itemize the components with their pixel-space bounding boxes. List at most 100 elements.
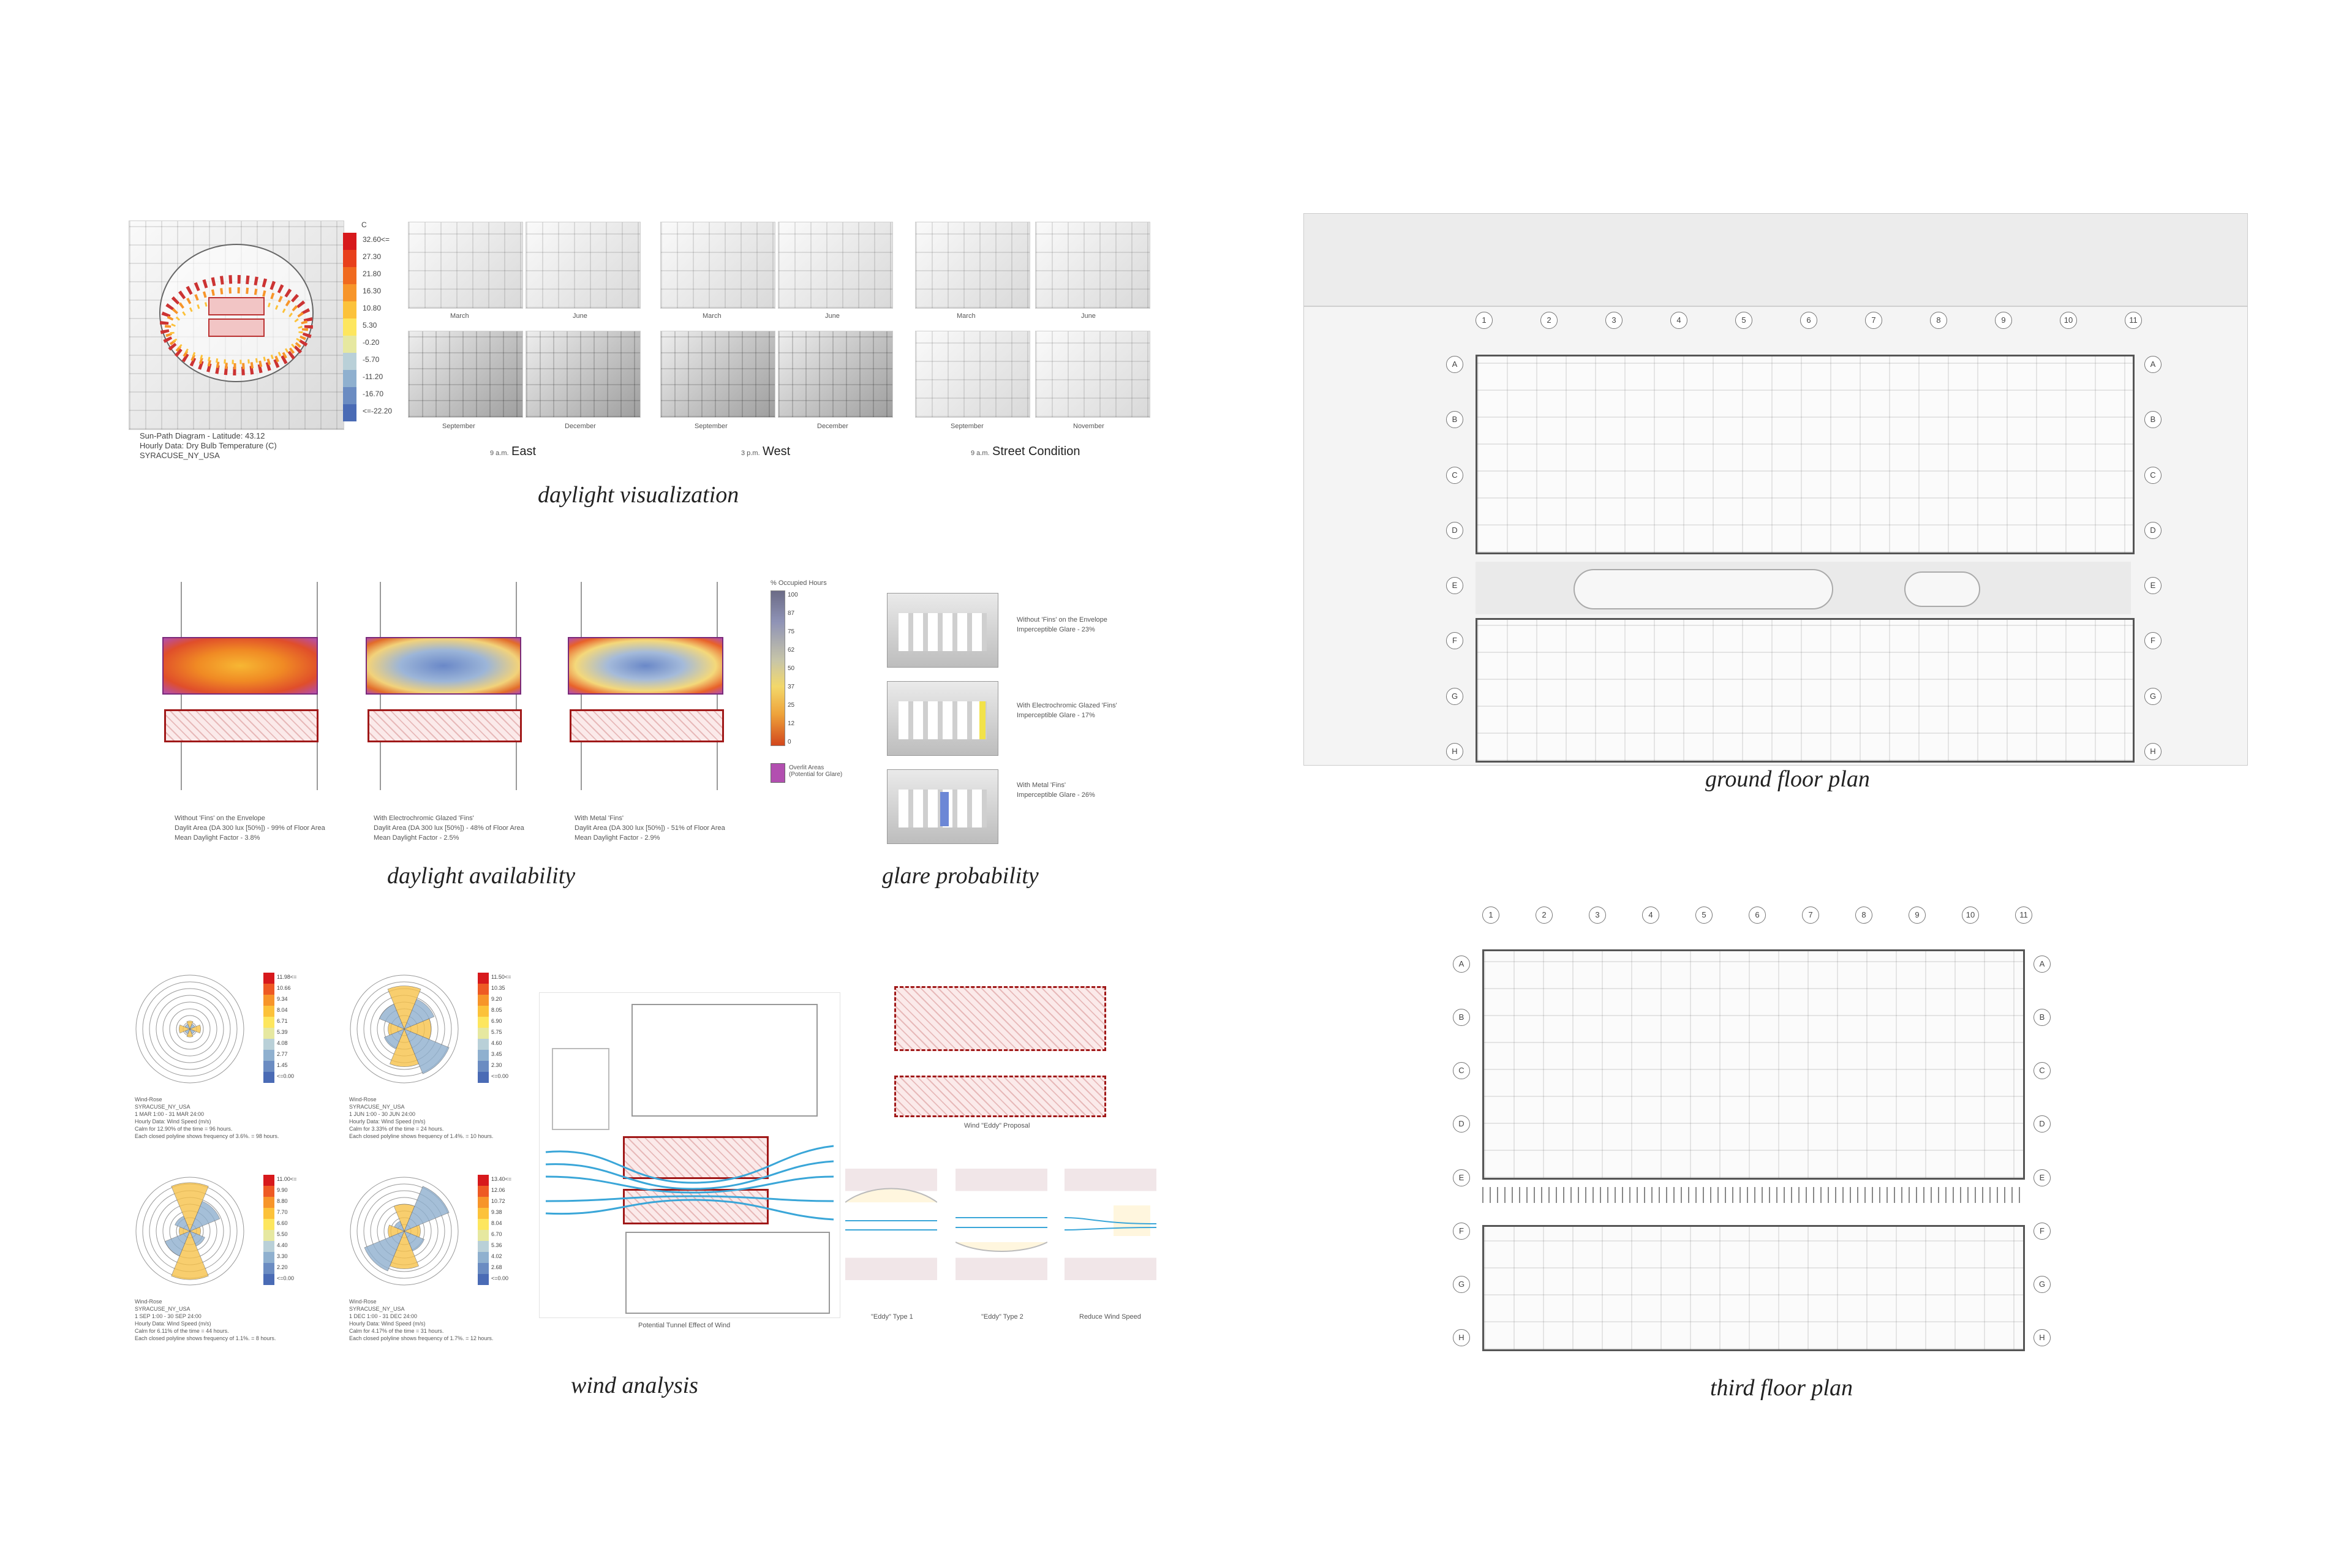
caption-daylight-visualization: daylight visualization: [538, 482, 739, 508]
east-month-2: June: [573, 312, 587, 320]
wind-legend-label: 13.40<=: [491, 1176, 512, 1182]
wind-legend-label: 6.90: [491, 1018, 502, 1024]
east-label-group: 9 a.m. East: [490, 445, 536, 459]
third-fins: [1482, 1187, 2021, 1203]
wind-rose-caption: Hourly Data: Wind Speed (m/s): [349, 1118, 426, 1125]
wind-legend-label: 2.77: [277, 1051, 288, 1057]
east-march-render: [408, 222, 523, 309]
wind-legend-label: <=0.00: [491, 1275, 509, 1281]
wind-legend-swatch: [263, 973, 274, 984]
tunnel-site-plan: [539, 992, 840, 1318]
da-case-2-heatmap: [366, 637, 521, 695]
wind-rose-caption: Hourly Data: Wind Speed (m/s): [135, 1118, 211, 1125]
grid-row-bubble: E: [2144, 577, 2162, 595]
grid-row-bubble: E: [1446, 577, 1463, 595]
da-case-3-line-2: Daylit Area (DA 300 lux [50%]) - 51% of …: [575, 824, 725, 832]
wind-legend-swatch: [263, 1219, 274, 1230]
wind-legend-label: 3.45: [491, 1051, 502, 1057]
wind-rose-caption: Each closed polyline shows frequency of …: [135, 1335, 276, 1341]
grid-column-bubble: 7: [1865, 312, 1882, 329]
wind-legend-label: <=0.00: [491, 1073, 509, 1079]
grid-column-bubble: 3: [1605, 312, 1623, 329]
wind-legend-label: 2.20: [277, 1264, 288, 1270]
grid-row-bubble: B: [1453, 1009, 1470, 1027]
wind-legend-label: 4.08: [277, 1040, 288, 1046]
wind-legend-label: 6.60: [277, 1220, 288, 1226]
grid-column-bubble: 11: [2015, 907, 2032, 924]
temperature-swatch: [343, 387, 356, 404]
da-case-3-line-1: With Metal 'Fins': [575, 815, 624, 822]
street-time: 9 a.m.: [971, 450, 990, 457]
street-month-3: September: [951, 423, 984, 430]
wind-rose-petal: [186, 1020, 194, 1030]
grid-row-bubble: F: [2034, 1222, 2051, 1240]
wind-legend-swatch: [263, 984, 274, 995]
wind-legend-label: 5.50: [277, 1231, 288, 1237]
da-case-2-line-2: Daylit Area (DA 300 lux [50%]) - 48% of …: [374, 824, 524, 832]
grid-row-bubble: C: [1453, 1062, 1470, 1080]
west-september-render: [660, 331, 775, 418]
wind-rose-petal: [189, 1200, 221, 1232]
wind-legend-swatch: [263, 1186, 274, 1197]
grid-row-bubble: H: [1453, 1329, 1470, 1346]
third-south-block: [1482, 1225, 2025, 1351]
wind-legend-swatch: [478, 1241, 489, 1252]
grid-column-bubble: 11: [2125, 312, 2142, 329]
wind-legend-swatch: [263, 1028, 274, 1039]
wind-rose-caption: SYRACUSE_NY_USA: [349, 1306, 405, 1312]
temperature-legend-label: <=-22.20: [363, 407, 393, 415]
grid-row-bubble: A: [1453, 956, 1470, 973]
sunpath-diagram: [159, 244, 314, 382]
grid-column-bubble: 1: [1482, 907, 1499, 924]
temperature-legend-label: 5.30: [363, 321, 377, 330]
wind-rose-petal: [404, 1186, 450, 1232]
temperature-swatch: [343, 353, 356, 370]
wind-legend-swatch: [478, 1252, 489, 1263]
overlit-swatch: [771, 763, 785, 783]
temperature-swatch: [343, 370, 356, 387]
wind-rose-caption: 1 SEP 1:00 - 30 SEP 24:00: [135, 1313, 202, 1319]
wind-rose-caption: Wind-Rose: [349, 1096, 377, 1102]
temperature-swatch: [343, 301, 356, 318]
wind-rose-caption: 1 DEC 1:00 - 31 DEC 24:00: [349, 1313, 418, 1319]
wind-legend-swatch: [478, 1208, 489, 1219]
grid-column-bubble: 9: [1909, 907, 1926, 924]
da-case-1-block: [164, 709, 318, 742]
wind-legend-label: 9.20: [491, 996, 502, 1002]
glare-render-1: [887, 593, 998, 668]
da-legend-bar: [771, 590, 785, 746]
grid-column-bubble: 8: [1930, 312, 1947, 329]
eddy-block-north: [894, 986, 1106, 1051]
da-legend-tick: 75: [788, 628, 795, 635]
east-june-render: [526, 222, 641, 309]
grid-column-bubble: 6: [1800, 312, 1817, 329]
ground-courtyard: [1476, 562, 2131, 614]
wind-rose-caption: Calm for 4.17% of the time = 31 hours.: [349, 1328, 444, 1334]
wind-legend-label: 9.34: [277, 996, 288, 1002]
glare-2-line-2: Imperceptible Glare - 17%: [1017, 712, 1095, 719]
temperature-legend-label: -0.20: [363, 338, 380, 347]
tunnel-block-north: [623, 1136, 769, 1179]
street-march-render: [915, 222, 1030, 309]
wind-legend-label: 8.80: [277, 1198, 288, 1204]
wind-legend-swatch: [478, 995, 489, 1006]
eddy-type-2-diagram: [955, 1169, 1048, 1280]
wind-legend-label: 1.45: [277, 1062, 288, 1068]
wind-rose-caption: Calm for 3.33% of the time = 24 hours.: [349, 1126, 444, 1132]
wind-legend-swatch: [478, 1017, 489, 1028]
da-legend-tick: 62: [788, 647, 795, 654]
grid-row-bubble: B: [1446, 411, 1463, 429]
temperature-legend-label: 10.80: [363, 304, 382, 312]
sunpath-map: [129, 221, 344, 430]
wind-legend-swatch: [478, 1230, 489, 1241]
grid-row-bubble: A: [1446, 356, 1463, 373]
west-march-render: [660, 222, 775, 309]
street-june-render: [1035, 222, 1150, 309]
sunpath-location: SYRACUSE_NY_USA: [140, 451, 220, 460]
wind-legend-swatch: [478, 1274, 489, 1285]
wind-legend-label: 9.90: [277, 1187, 288, 1193]
street-month-2: June: [1081, 312, 1096, 320]
wind-legend-label: 10.72: [491, 1198, 505, 1204]
